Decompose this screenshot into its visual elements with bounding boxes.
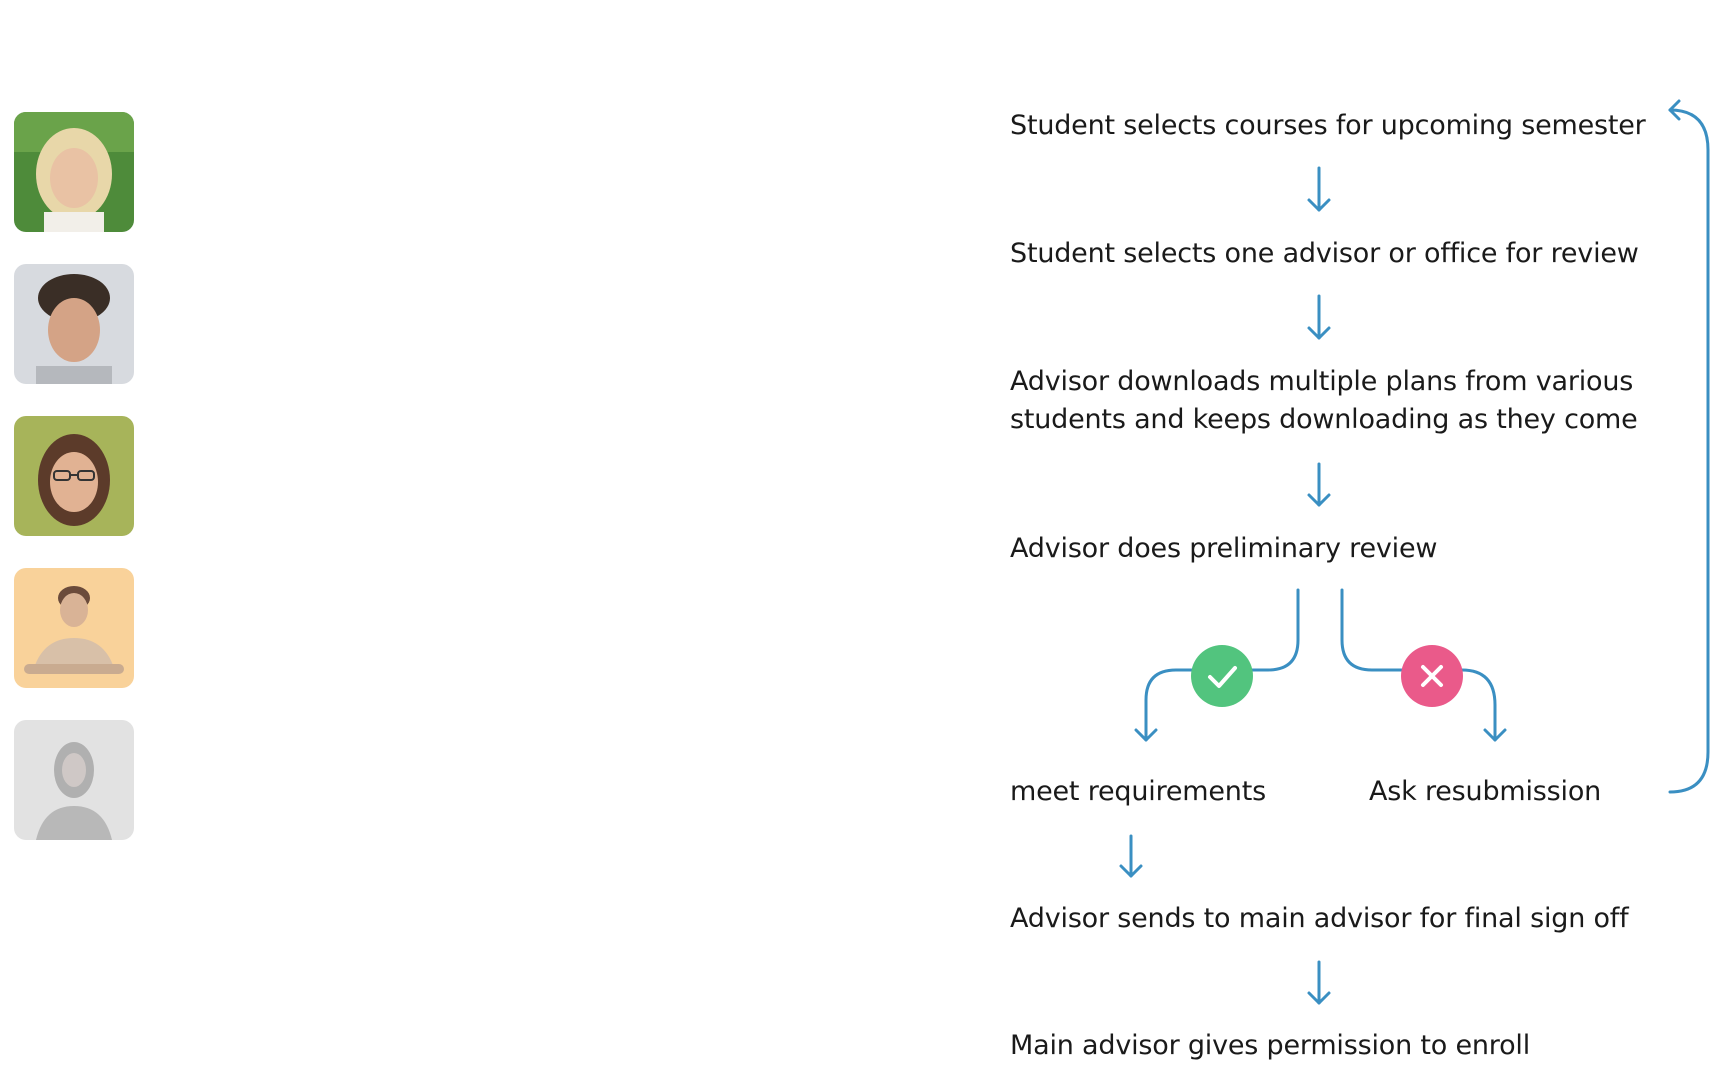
step-advisor-downloads-line2: students and keeps downloading as they c… bbox=[1010, 404, 1638, 435]
reject-node bbox=[1401, 645, 1463, 707]
branch-ask-resubmission: Ask resubmission bbox=[1369, 776, 1602, 807]
avatar-woman-with-glasses-photo bbox=[14, 416, 134, 536]
check-icon bbox=[1208, 666, 1237, 688]
avatar-boy-on-orange-photo bbox=[14, 568, 134, 688]
step-select-advisor: Student selects one advisor or office fo… bbox=[1010, 238, 1639, 269]
step-advisor-downloads-line1: Advisor downloads multiple plans from va… bbox=[1010, 366, 1634, 397]
arrow-down-3 bbox=[1307, 462, 1331, 507]
step-preliminary-review: Advisor does preliminary review bbox=[1010, 533, 1438, 564]
close-icon bbox=[1421, 665, 1443, 687]
branch-meet-requirements: meet requirements bbox=[1010, 776, 1266, 807]
arrow-down-4 bbox=[1119, 834, 1143, 878]
arrow-down-1 bbox=[1307, 166, 1331, 212]
step-select-courses: Student selects courses for upcoming sem… bbox=[1010, 110, 1646, 141]
arrow-down-2 bbox=[1307, 294, 1331, 340]
loop-back-arrow bbox=[1668, 99, 1710, 794]
avatar-dark-haired-man-photo bbox=[14, 264, 134, 384]
avatar-woman-faded-photo bbox=[14, 720, 134, 840]
arrow-down-5 bbox=[1307, 960, 1331, 1005]
branch-approve-connector bbox=[1134, 588, 1300, 742]
approve-node bbox=[1191, 645, 1253, 707]
avatar-blonde-woman-photo bbox=[14, 112, 134, 232]
step-send-to-main-advisor: Advisor sends to main advisor for final … bbox=[1010, 903, 1629, 934]
branch-reject-connector bbox=[1340, 588, 1507, 742]
step-permission-to-enroll: Main advisor gives permission to enroll bbox=[1010, 1030, 1531, 1061]
